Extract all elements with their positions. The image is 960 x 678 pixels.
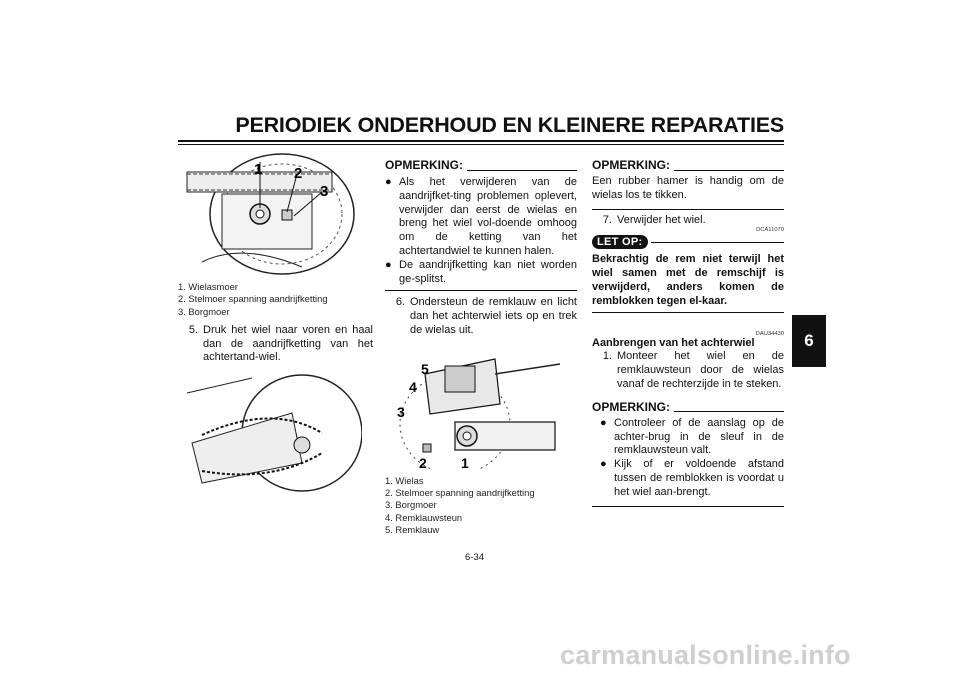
step-text: Monteer het wiel en de remklauwsteun doo… <box>617 350 784 390</box>
watermark: carmanualsonline.info <box>560 640 851 670</box>
figure-chain-removal-illustration <box>186 374 362 493</box>
caution-label: LET OP: <box>592 235 648 250</box>
figure1-callout-3: 3 <box>320 183 328 200</box>
bullet-text: Controleer of de aanslag op de achter-br… <box>614 416 784 457</box>
bullet-icon: ● <box>385 176 392 188</box>
figure2-captions: 1. Wielas 2. Stelmoer spanning aandrijfk… <box>385 475 577 536</box>
step-text: Druk het wiel naar voren en haal dan de … <box>203 323 373 364</box>
figure1-caption: 2. Stelmoer spanning aandrijfketting <box>178 293 328 305</box>
list-item: ● Kijk of er voldoende afstand tussen de… <box>592 458 784 499</box>
figure2-caption: 1. Wielas <box>385 474 424 486</box>
caution-heading: LET OP: <box>592 235 784 250</box>
bullet-icon: ● <box>600 458 607 471</box>
left-column: 1 2 3 1. Wielasmoer 2. Stelmoer spanning… <box>178 152 373 493</box>
figure2-callout-4: 4 <box>409 379 417 395</box>
note-title: OPMERKING: <box>385 158 463 172</box>
list-item: ● De aandrijfketting kan niet worden ge-… <box>385 259 577 287</box>
bullet-text: Kijk of er voldoende afstand tussen de r… <box>614 458 784 498</box>
header-rule-thin <box>178 144 784 145</box>
figure1-caption: 3. Borgmoer <box>178 305 230 317</box>
step-text: Ondersteun de remklauw en licht dan het … <box>410 296 577 336</box>
bullet-text: Als het verwijderen van de aandrijfket-t… <box>399 176 577 257</box>
bullet-text: De aandrijfketting kan niet worden ge-sp… <box>399 258 577 285</box>
chapter-tab: 6 <box>792 315 826 367</box>
step-1: 1. Monteer het wiel en de remklauwsteun … <box>592 350 784 391</box>
step-number: 7. <box>602 213 612 226</box>
bullet-icon: ● <box>600 416 607 429</box>
figure2-caption: 4. Remklauwsteun <box>385 511 463 523</box>
note2-bullets: ● Controleer of de aanslag op de achter-… <box>592 417 784 500</box>
step-5: 5. Druk het wiel naar voren en haal dan … <box>178 324 373 365</box>
note1-text: Een rubber hamer is handig om de wielas … <box>592 175 784 201</box>
note1-end-rule <box>592 208 784 210</box>
note2-title: OPMERKING: <box>592 399 670 414</box>
note2-end-rule <box>592 505 784 507</box>
caution-text: Bekrachtig de rem niet terwijl het wiel … <box>592 253 784 307</box>
step-number: 1. <box>602 350 612 363</box>
figure2-callout-2: 2 <box>419 455 427 469</box>
caution-end-rule <box>592 311 784 313</box>
figure1-captions: 1. Wielasmoer 2. Stelmoer spanning aandr… <box>178 281 373 318</box>
list-item: ● Controleer of de aanslag op de achter-… <box>592 417 784 458</box>
note-end-rule <box>385 290 577 292</box>
figure2-callout-1: 1 <box>461 455 469 469</box>
header-rule <box>178 140 784 142</box>
note-bullets: ● Als het verwijderen van de aandrijfket… <box>385 176 577 286</box>
middle-column: OPMERKING: ● Als het verwijderen van de … <box>385 158 577 536</box>
page-number: 6-34 <box>465 552 485 563</box>
step-7: 7. Verwijder het wiel. <box>592 214 784 228</box>
figure2-caption: 5. Remklauw <box>385 523 440 535</box>
note1-title: OPMERKING: <box>592 158 670 172</box>
figure-rear-axle-illustration: 1 2 3 <box>186 153 355 275</box>
right-column: OPMERKING: Een rubber hamer is handig om… <box>592 158 784 507</box>
step-number: 5. <box>188 323 198 336</box>
figure2-callout-5: 5 <box>421 361 429 377</box>
figure1-caption: 1. Wielasmoer <box>178 281 238 292</box>
figure-caliper-illustration: 5 4 3 2 1 <box>397 358 561 469</box>
page-header-title: PERIODIEK ONDERHOUD EN KLEINERE REPARATI… <box>235 113 784 137</box>
caution-code: DCA11070 <box>756 227 784 234</box>
list-item: ● Als het verwijderen van de aandrijfket… <box>385 176 577 259</box>
figure2-caption: 2. Stelmoer spanning aandrijfketting <box>385 487 535 499</box>
note1-heading: OPMERKING: <box>592 158 784 172</box>
section-title: Aanbrengen van het achterwiel <box>592 336 755 349</box>
figure2-callout-3: 3 <box>397 404 405 420</box>
note-heading: OPMERKING: <box>385 158 577 172</box>
bullet-icon: ● <box>385 258 392 271</box>
figure2-caption: 3. Borgmoer <box>385 499 437 511</box>
note2-heading: OPMERKING: <box>592 400 784 414</box>
figure1-callout-2: 2 <box>294 165 302 182</box>
section-code: DAU34430 <box>755 330 784 337</box>
step-text: Verwijder het wiel. <box>617 213 706 226</box>
step-6: 6. Ondersteun de remklauw en licht dan h… <box>385 296 577 337</box>
step-number: 6. <box>395 296 405 309</box>
figure1-callout-1: 1 <box>254 161 262 178</box>
